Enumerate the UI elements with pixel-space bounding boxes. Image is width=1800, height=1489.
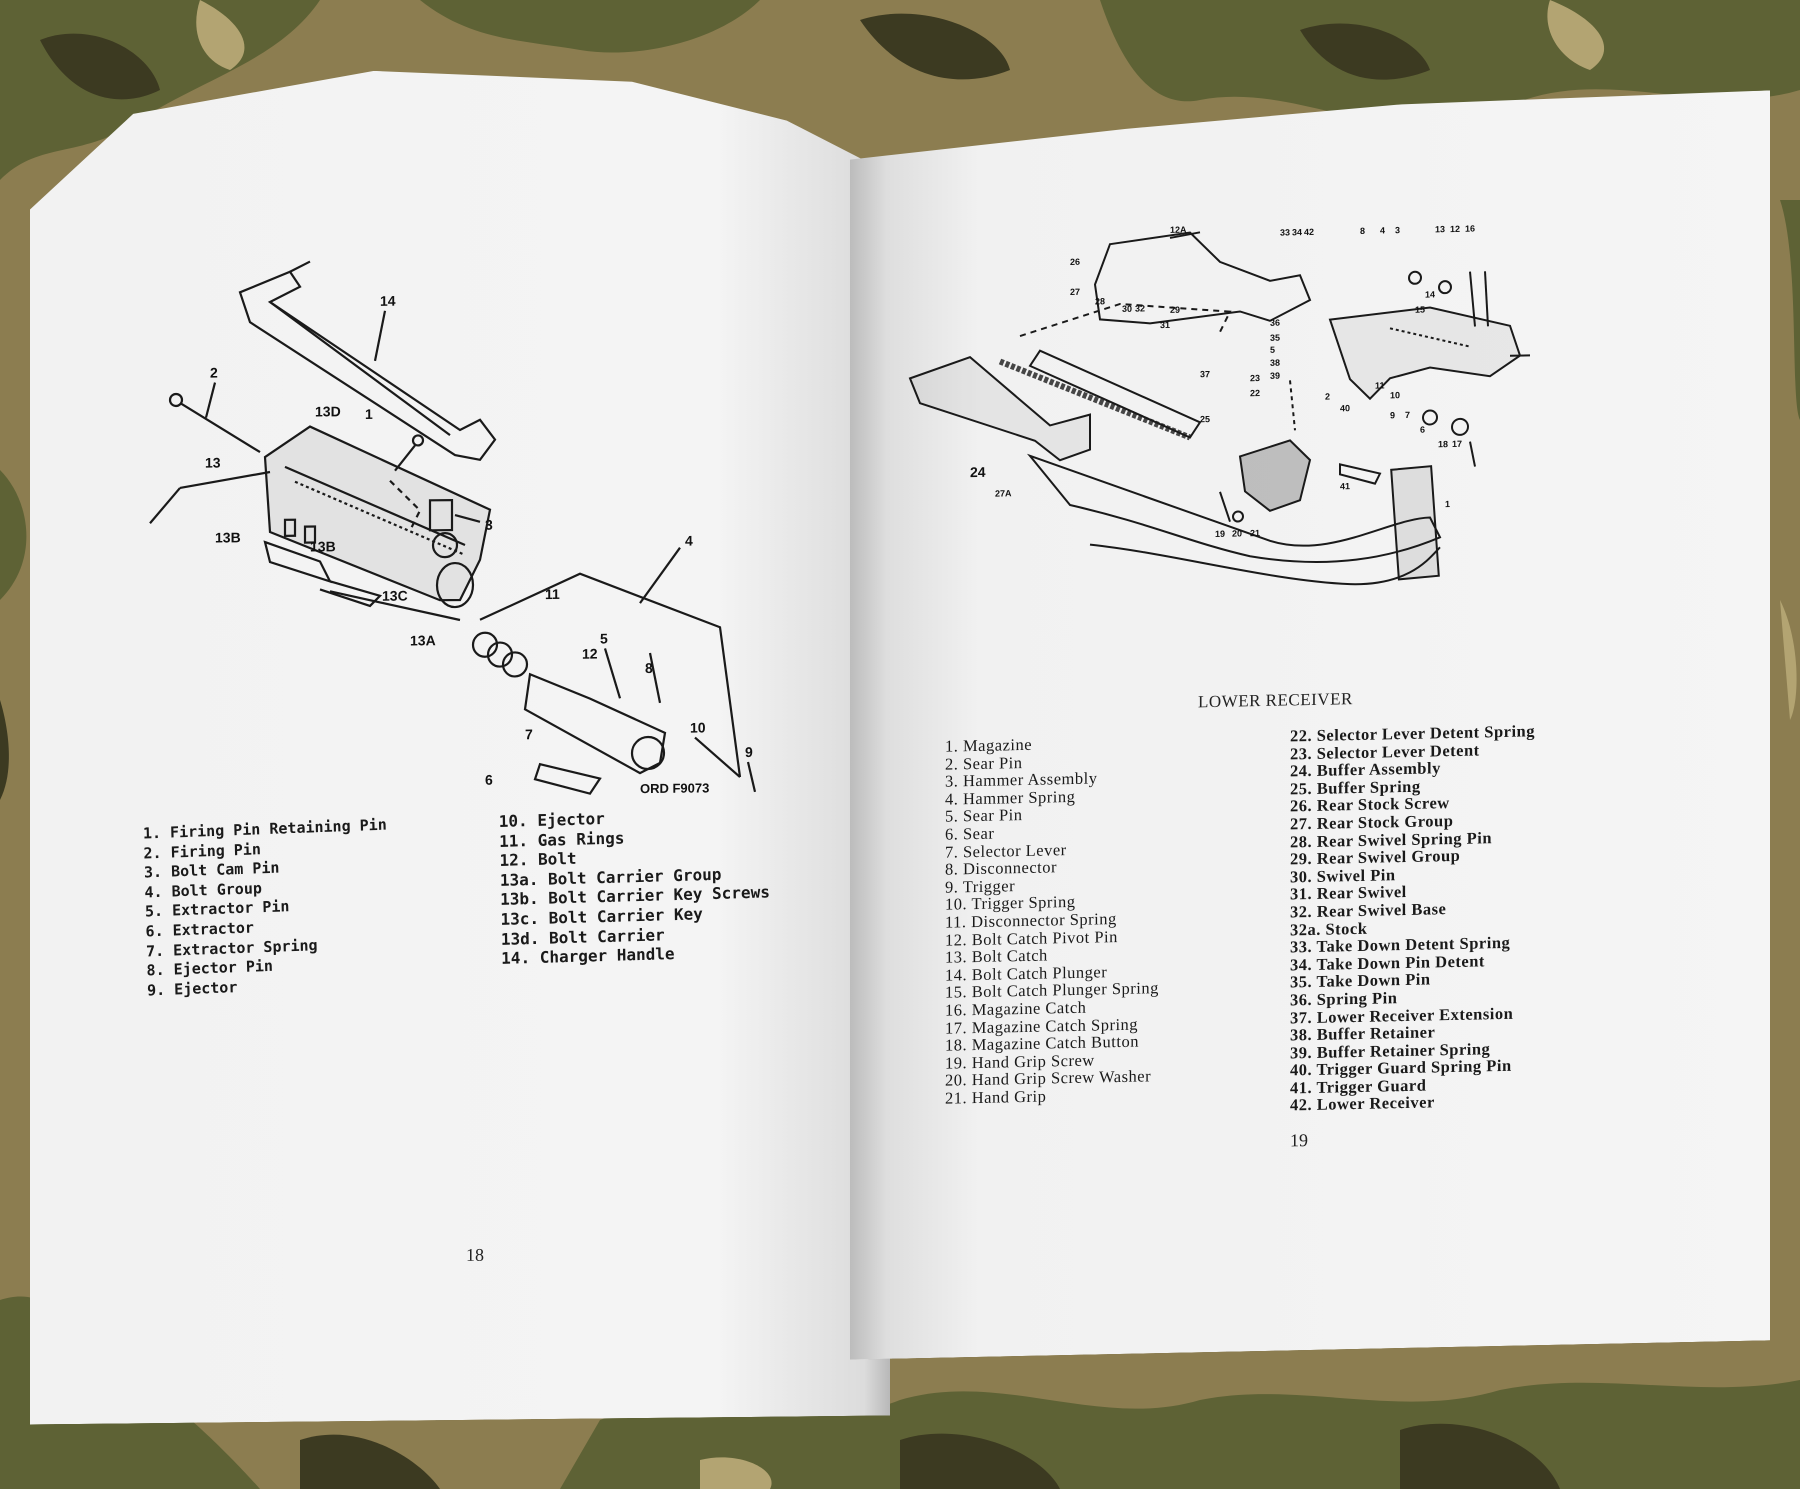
callout-label: 10 bbox=[1390, 390, 1400, 400]
callout-label: 25 bbox=[1200, 414, 1210, 424]
callout-label: 31 bbox=[1160, 320, 1170, 330]
callout-label: 40 bbox=[1340, 403, 1350, 413]
callout-label: 30 bbox=[1122, 304, 1132, 314]
callout-label: 11 bbox=[545, 586, 560, 602]
callout-label: 1 bbox=[1445, 499, 1450, 509]
callout-label: 17 bbox=[1452, 439, 1462, 449]
callout-label: 5 bbox=[1270, 345, 1275, 355]
right-manual-page: 12A 26 27 28 31 32 29 30 33 34 42 8 4 3 … bbox=[850, 90, 1770, 1359]
callout-label: 5 bbox=[600, 630, 608, 646]
legend-column-1: 1. Firing Pin Retaining Pin 2. Firing Pi… bbox=[143, 816, 391, 1001]
callout-label: 3 bbox=[485, 517, 493, 533]
callout-label: 20 bbox=[1232, 528, 1242, 538]
callout-label: 24 bbox=[970, 464, 986, 480]
callout-label: 11 bbox=[1375, 380, 1385, 390]
callout-label: 2 bbox=[210, 365, 218, 381]
callout-label: 12 bbox=[1450, 224, 1460, 234]
callout-label: 39 bbox=[1270, 371, 1280, 381]
callout-label: 42 bbox=[1304, 227, 1314, 237]
callout-label: 10 bbox=[690, 719, 706, 735]
callout-label: 2 bbox=[1325, 392, 1330, 402]
page-number: 19 bbox=[1290, 1130, 1308, 1151]
callout-label: 8 bbox=[1360, 226, 1365, 236]
callout-label: 27A bbox=[995, 488, 1012, 498]
callout-label: 14 bbox=[1425, 289, 1435, 299]
callout-label: 38 bbox=[1270, 358, 1280, 368]
callout-label: 27 bbox=[1070, 287, 1080, 297]
diagram-title: LOWER RECEIVER bbox=[1198, 689, 1353, 712]
callout-label: 26 bbox=[1070, 257, 1080, 267]
bolt-carrier-exploded-diagram: 14 2 13D 1 3 13 13B 13B 13C 13A 11 4 12 … bbox=[120, 236, 860, 804]
callout-label: 41 bbox=[1340, 481, 1350, 491]
callout-label: 6 bbox=[1420, 425, 1425, 435]
callout-label: 12 bbox=[582, 646, 598, 662]
callout-label: 19 bbox=[1215, 529, 1225, 539]
callout-label: 34 bbox=[1292, 227, 1302, 237]
callout-label: 9 bbox=[1390, 410, 1395, 420]
callout-label: 1 bbox=[365, 406, 373, 422]
callout-label: 6 bbox=[485, 772, 493, 788]
callout-label: 35 bbox=[1270, 333, 1280, 343]
legend-item: 21. Hand Grip bbox=[945, 1086, 1047, 1108]
callout-label: 23 bbox=[1250, 373, 1260, 383]
callout-label: 22 bbox=[1250, 388, 1260, 398]
callout-label: 15 bbox=[1415, 305, 1425, 315]
callout-label: 4 bbox=[1380, 225, 1385, 235]
callout-label: 21 bbox=[1250, 528, 1260, 538]
callout-label: 28 bbox=[1095, 296, 1105, 306]
callout-label: 18 bbox=[1438, 439, 1448, 449]
left-manual-page: 14 2 13D 1 3 13 13B 13B 13C 13A 11 4 12 … bbox=[30, 65, 890, 1424]
callout-label: 29 bbox=[1170, 305, 1180, 315]
callout-label: 4 bbox=[685, 533, 693, 549]
callout-label: 16 bbox=[1465, 224, 1475, 234]
callout-label: 36 bbox=[1270, 318, 1280, 328]
callout-label: 13A bbox=[410, 632, 436, 648]
callout-label: 13C bbox=[382, 588, 408, 604]
legend-column-2: 10. Ejector 11. Gas Rings 12. Bolt 13a. … bbox=[499, 804, 771, 968]
callout-label: 13D bbox=[315, 403, 341, 419]
callout-label: 37 bbox=[1200, 369, 1210, 379]
callout-label: 33 bbox=[1280, 227, 1290, 237]
callout-label: 7 bbox=[1405, 410, 1410, 420]
callout-label: 14 bbox=[380, 293, 396, 309]
callout-label: 7 bbox=[525, 726, 533, 742]
lower-receiver-exploded-diagram: 12A 26 27 28 31 32 29 30 33 34 42 8 4 3 … bbox=[870, 211, 1750, 649]
legend-column-2: 22. Selector Lever Detent Spring 23. Sel… bbox=[1290, 722, 1535, 1114]
callout-label: 3 bbox=[1395, 225, 1400, 235]
callout-label: 13B bbox=[215, 529, 241, 545]
callout-label: 13B bbox=[310, 538, 336, 554]
page-number: 18 bbox=[466, 1244, 484, 1265]
figure-code: ORD F9073 bbox=[640, 780, 709, 796]
callout-label: 13 bbox=[205, 455, 221, 471]
callout-label: 12A bbox=[1170, 225, 1187, 235]
callout-label: 8 bbox=[645, 660, 653, 676]
legend-item: 42. Lower Receiver bbox=[1290, 1092, 1435, 1115]
callout-label: 32 bbox=[1135, 303, 1145, 313]
callout-label: 13 bbox=[1435, 224, 1445, 234]
callout-label: 9 bbox=[745, 744, 753, 760]
legend-column-1: 1. Magazine 2. Sear Pin 3. Hammer Assemb… bbox=[945, 733, 1159, 1107]
